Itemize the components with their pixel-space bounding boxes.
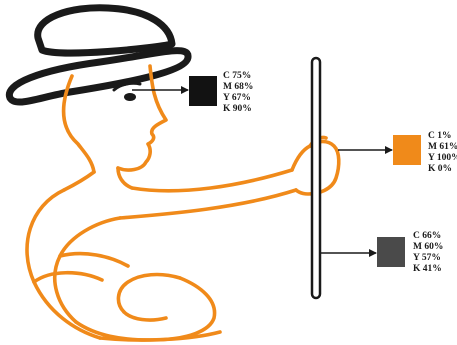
swatch-pole-yellow: Y 57% <box>413 253 441 263</box>
swatch-pole-color <box>377 237 405 267</box>
swatch-hand-black: K 0% <box>428 164 452 174</box>
swatch-hand-magenta: M 61% <box>428 142 457 152</box>
swatch-hand-cyan: C 1% <box>428 131 452 141</box>
swatch-pole: C 66% M 60% Y 57% K 41% <box>377 231 446 274</box>
swatch-eye-color <box>189 76 217 106</box>
swatch-eye-magenta: M 68% <box>223 82 253 92</box>
swatch-pole-cyan: C 66% <box>413 231 441 241</box>
svg-text:C 75% M 68% Y 67%: C 75% M 68% Y 67% K 90% <box>223 71 256 114</box>
swatch-eye-cyan: C 75% <box>223 71 251 81</box>
swatch-hand-yellow: Y 100% <box>428 153 457 163</box>
svg-text:C 1% M 61% Y 100%: C 1% M 61% Y 100% K 0% <box>428 131 457 174</box>
pole <box>312 58 320 298</box>
swatch-pole-black: K 41% <box>413 264 442 274</box>
swatch-eye-black: K 90% <box>223 104 252 114</box>
swatch-hand-color <box>393 135 421 165</box>
swatch-hand: C 1% M 61% Y 100% K 0% <box>393 131 457 174</box>
swatch-pole-magenta: M 60% <box>413 242 443 252</box>
swatch-eye: C 75% M 68% Y 67% K 90% <box>189 71 256 114</box>
person-outline <box>27 66 339 340</box>
swatch-eye-yellow: Y 67% <box>223 93 251 103</box>
svg-text:C 66% M 60% Y 57%: C 66% M 60% Y 57% K 41% <box>413 231 446 274</box>
hat-icon <box>9 8 188 102</box>
eye-icon <box>114 83 140 101</box>
